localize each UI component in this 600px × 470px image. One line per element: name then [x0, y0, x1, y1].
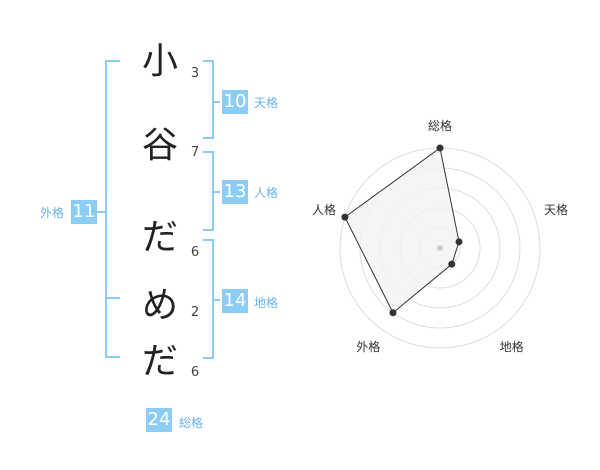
radar-point-2 — [448, 260, 456, 268]
stroke-count-2: 7 — [190, 145, 200, 160]
radar-point-1 — [455, 238, 463, 246]
stroke-count-1: 3 — [190, 66, 200, 81]
chikaku-label: 地格 — [254, 296, 279, 310]
name-char-4: め — [141, 285, 178, 326]
soukaku-label: 総格 — [179, 416, 204, 430]
radar-axis-label-jinkaku: 人格 — [311, 203, 336, 218]
jinkaku-label: 人格 — [254, 186, 279, 200]
radar-axis-label-tenkaku: 天格 — [544, 203, 569, 218]
name-char-2: 谷 — [141, 125, 178, 166]
jinkaku-badge: 13 — [222, 180, 248, 204]
radar-series-polygon — [344, 147, 460, 314]
radar-axis-label-chikaku: 地格 — [499, 339, 524, 354]
tenkaku-badge: 10 — [222, 90, 248, 114]
gaikaku-label: 外格 — [40, 206, 65, 220]
radar-point-0 — [436, 144, 444, 152]
radar-axis-label-soukaku: 総格 — [427, 119, 452, 133]
name-char-3: だ — [141, 217, 178, 258]
name-char-1: 小 — [141, 41, 178, 82]
gaikaku-badge: 11 — [71, 200, 97, 224]
radar-point-4 — [341, 213, 349, 221]
tenkaku-label: 天格 — [254, 96, 279, 110]
chikaku-badge: 14 — [222, 289, 248, 313]
radar-center-dot — [437, 245, 443, 251]
stroke-count-4: 2 — [190, 305, 200, 320]
stroke-count-3: 6 — [190, 245, 200, 260]
radar-axis-label-gaikaku: 外格 — [356, 339, 381, 354]
soukaku-badge: 24 — [146, 408, 172, 432]
stroke-count-5: 6 — [190, 365, 200, 380]
name-char-5: だ — [141, 341, 178, 382]
radar-point-3 — [389, 309, 397, 317]
